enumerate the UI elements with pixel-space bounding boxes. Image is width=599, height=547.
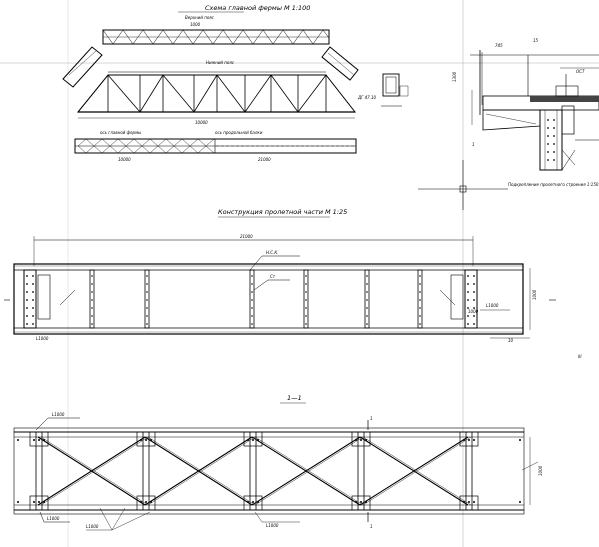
svg-text:L1000: L1000 xyxy=(52,412,65,417)
svg-text:1000: 1000 xyxy=(468,309,479,314)
bridge-section-detail: 745 15 1300 ОСТ 1 xyxy=(452,38,599,171)
svg-text:1300: 1300 xyxy=(452,71,457,82)
chord-elevation: 21000 xyxy=(4,234,556,343)
svg-text:ось главной фермы: ось главной фермы xyxy=(100,130,141,135)
section-title: 1—1 xyxy=(287,394,302,402)
svg-text:745: 745 xyxy=(495,43,503,48)
dim: 10000 xyxy=(195,120,208,125)
main-truss-scheme: 10000 xyxy=(76,71,357,125)
scheme-title: Схема главной фермы М 1:100 xyxy=(205,4,310,12)
svg-text:L1000: L1000 xyxy=(86,524,99,529)
svg-text:L1000: L1000 xyxy=(266,523,279,528)
right-edge-mark: III xyxy=(578,354,582,359)
svg-text:Ст: Ст xyxy=(270,274,276,279)
svg-text:Н.С.К.: Н.С.К. xyxy=(266,250,278,255)
svg-text:1000: 1000 xyxy=(538,465,543,476)
svg-text:ось продольной балки: ось продольной балки xyxy=(215,130,263,135)
crosshair xyxy=(418,160,508,210)
side-note: Подкрепление пролетного строения 1:150 xyxy=(508,182,599,187)
svg-text:21000: 21000 xyxy=(258,157,271,162)
svg-text:L1000: L1000 xyxy=(36,336,49,341)
svg-text:ОСТ: ОСТ xyxy=(576,69,585,74)
svg-text:1: 1 xyxy=(370,416,373,421)
svg-text:L1000: L1000 xyxy=(47,516,60,521)
detail-box: ДГ 47.10 xyxy=(357,73,409,107)
svg-text:1000: 1000 xyxy=(532,289,537,300)
svg-text:21000: 21000 xyxy=(240,234,253,239)
svg-text:15: 15 xyxy=(533,38,539,43)
scheme-dims: 1000 xyxy=(190,22,201,27)
svg-text:1: 1 xyxy=(370,524,373,529)
svg-text:10000: 10000 xyxy=(118,157,131,162)
scheme-note: Верхний пояс xyxy=(185,15,215,20)
lower-note: Нижний пояс xyxy=(206,60,235,65)
chord-title: Конструкция пролетной части М 1:25 xyxy=(218,208,347,216)
top-truss xyxy=(62,29,359,88)
svg-text:10: 10 xyxy=(508,338,514,343)
svg-text:ДГ 47.10: ДГ 47.10 xyxy=(357,95,377,100)
svg-text:L1000: L1000 xyxy=(486,303,499,308)
plan-strip: ось главной фермы ось продольной балки 1… xyxy=(74,130,357,162)
sec-mark: 1 xyxy=(472,142,475,147)
section-truss: 1 1 L1000 L1000 L1000 L1000 1000 xyxy=(13,412,543,531)
